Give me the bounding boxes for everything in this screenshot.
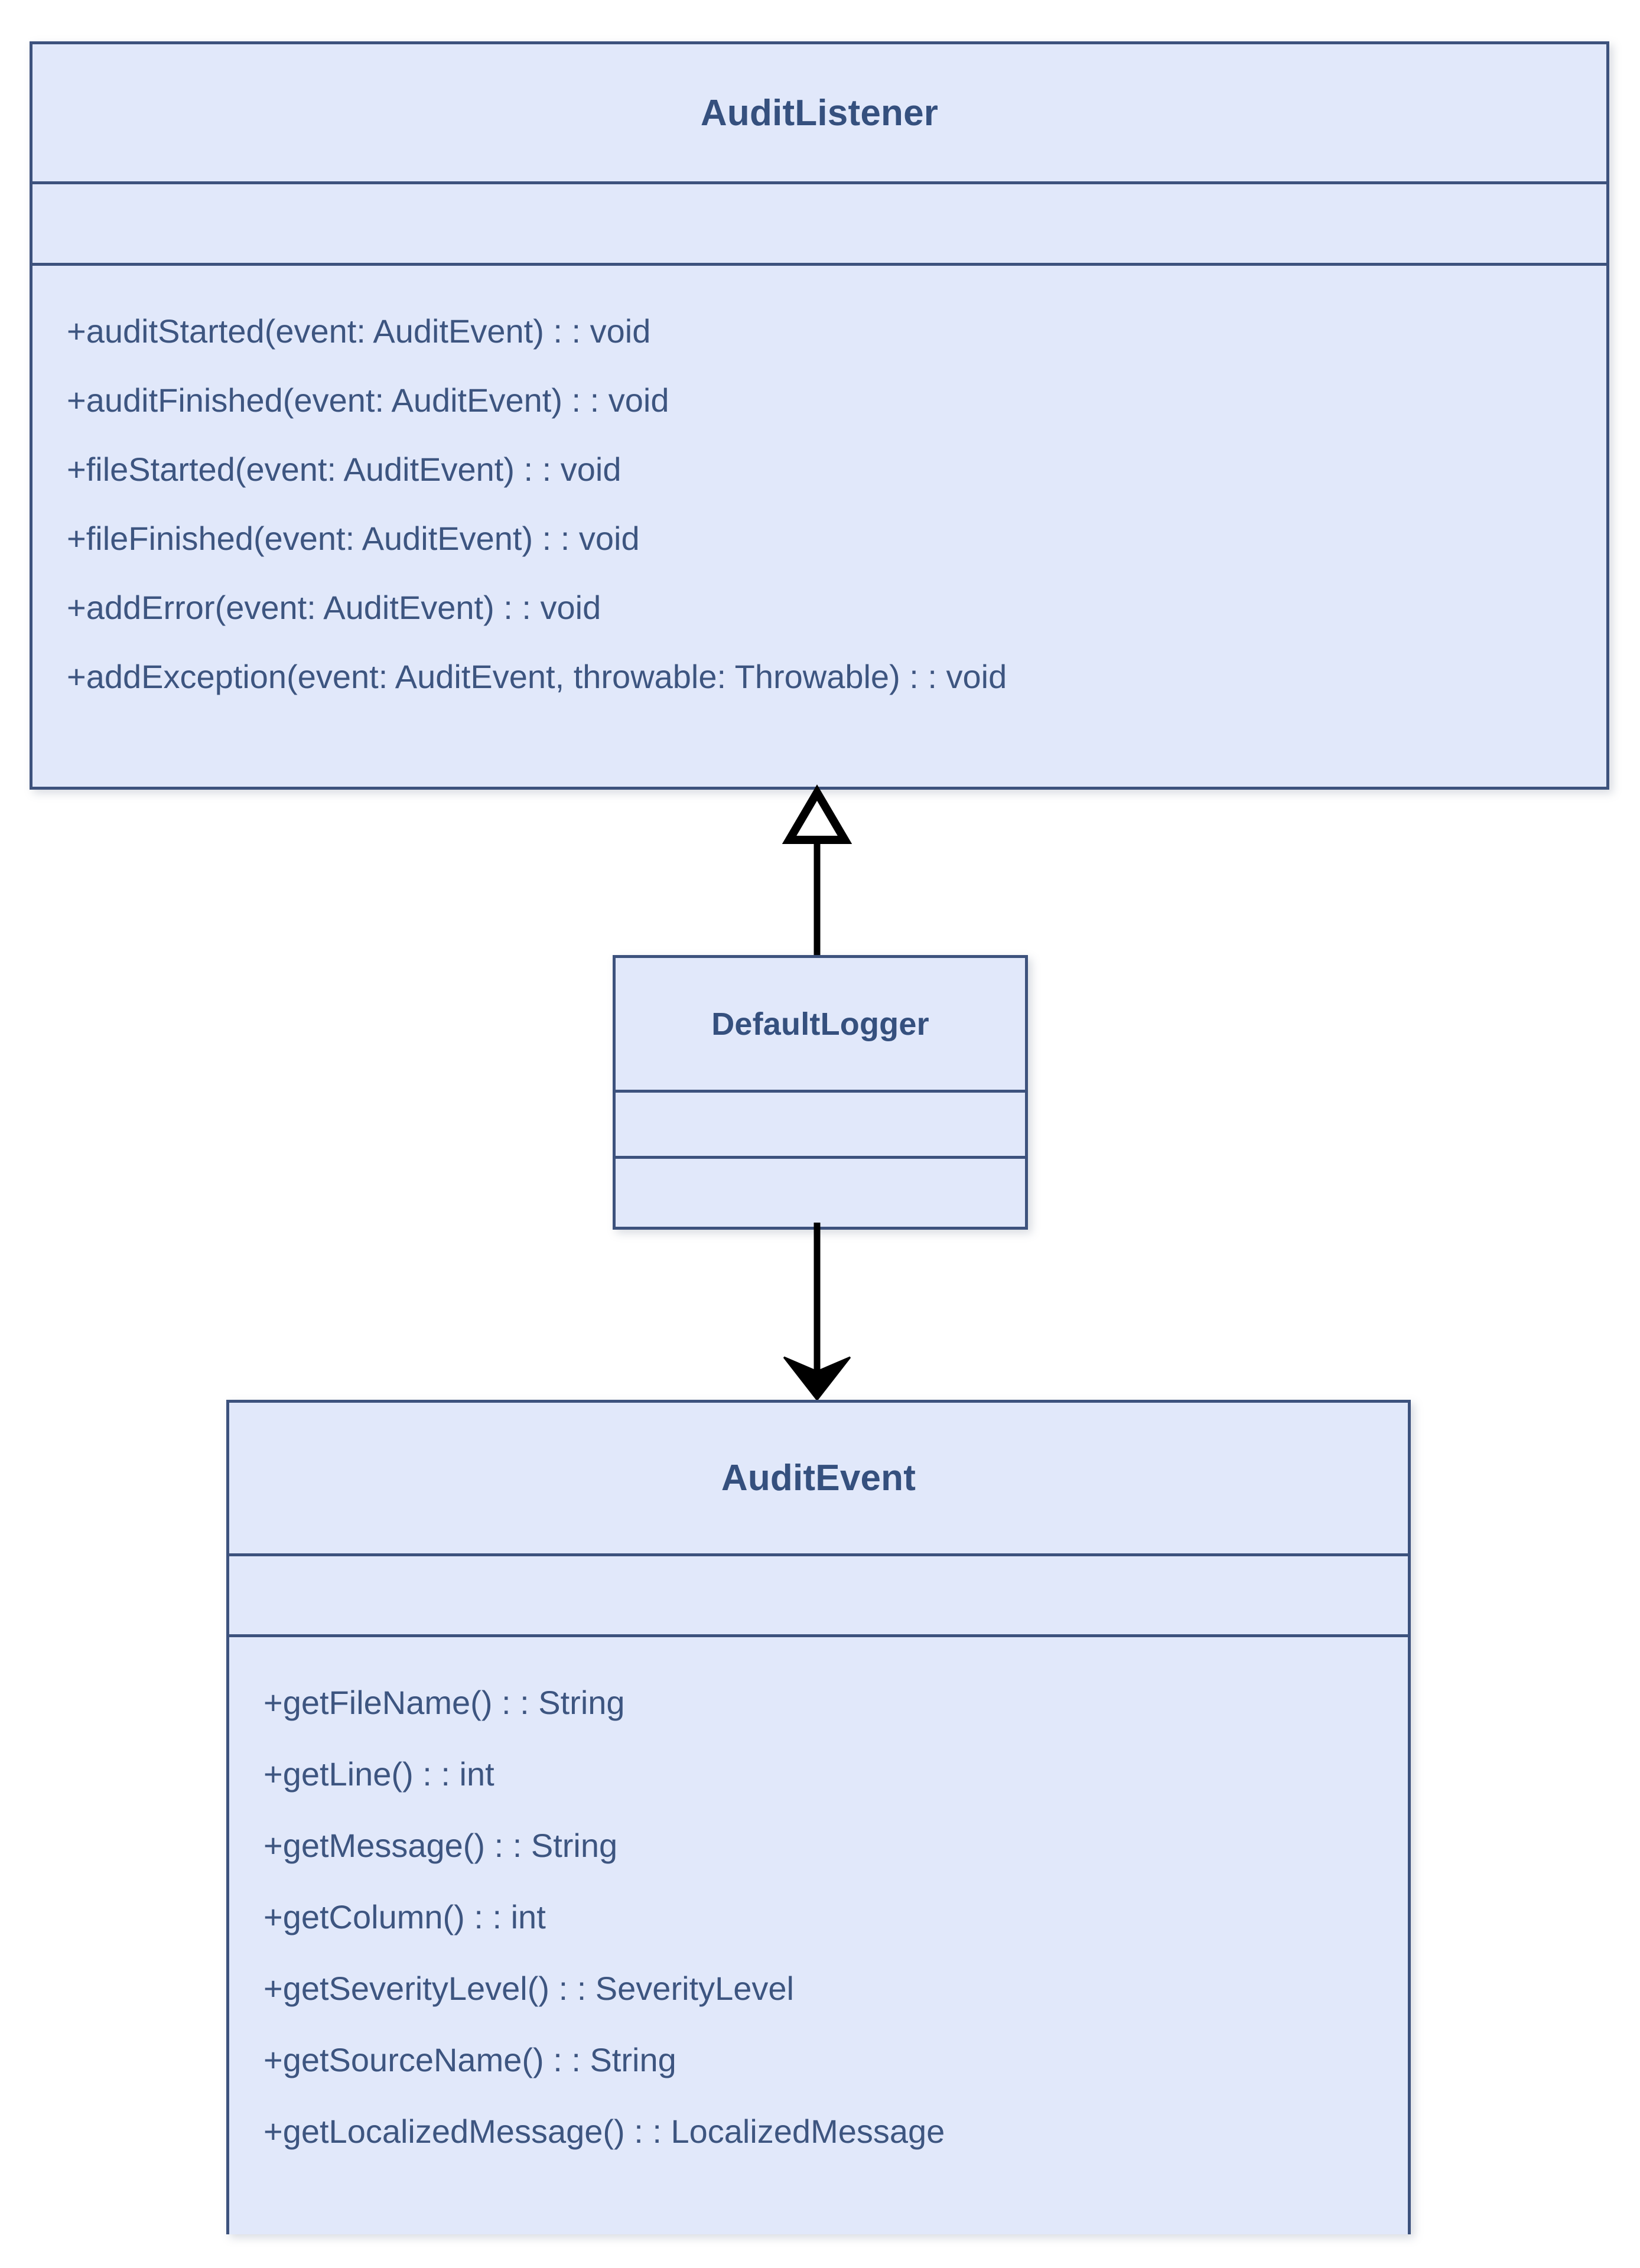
method-line: +getSeverityLevel() : : SeverityLevel xyxy=(263,1970,794,2007)
class-title-audit-listener: AuditListener xyxy=(32,44,1606,181)
method-line: +getLocalizedMessage() : : LocalizedMess… xyxy=(263,2113,945,2150)
method-line: +auditFinished(event: AuditEvent) : : vo… xyxy=(67,382,669,419)
class-box-audit-listener[interactable]: AuditListener +auditStarted(event: Audit… xyxy=(30,41,1609,790)
method-line: +getMessage() : : String xyxy=(263,1827,618,1864)
class-box-audit-event[interactable]: AuditEvent +getFileName() : : String +ge… xyxy=(226,1400,1411,2234)
class-attributes-audit-event xyxy=(229,1553,1408,1634)
class-methods-audit-listener: +auditStarted(event: AuditEvent) : : voi… xyxy=(32,263,1606,787)
class-attributes-audit-listener xyxy=(32,181,1606,263)
generalization-connector-defaultlogger-to-auditlistener xyxy=(782,784,852,963)
method-line: +addException(event: AuditEvent, throwab… xyxy=(67,658,1007,695)
class-title-default-logger: DefaultLogger xyxy=(616,958,1025,1090)
method-line: +fileStarted(event: AuditEvent) : : void xyxy=(67,451,621,488)
association-connector-defaultlogger-to-auditevent xyxy=(783,1223,851,1402)
method-line: +getFileName() : : String xyxy=(263,1684,625,1721)
method-line: +addError(event: AuditEvent) : : void xyxy=(67,589,601,626)
method-line: +fileFinished(event: AuditEvent) : : voi… xyxy=(67,520,640,557)
class-methods-default-logger xyxy=(616,1156,1025,1227)
class-box-default-logger[interactable]: DefaultLogger xyxy=(613,955,1028,1230)
hollow-triangle-icon xyxy=(782,784,852,844)
filled-arrow-icon xyxy=(783,1356,851,1402)
method-line: +getSourceName() : : String xyxy=(263,2041,676,2078)
method-line: +auditStarted(event: AuditEvent) : : voi… xyxy=(67,312,651,350)
class-attributes-default-logger xyxy=(616,1090,1025,1156)
method-line: +getLine() : : int xyxy=(263,1755,494,1793)
class-title-audit-event: AuditEvent xyxy=(229,1403,1408,1553)
method-line: +getColumn() : : int xyxy=(263,1898,546,1935)
class-methods-audit-event: +getFileName() : : String +getLine() : :… xyxy=(229,1634,1408,2234)
